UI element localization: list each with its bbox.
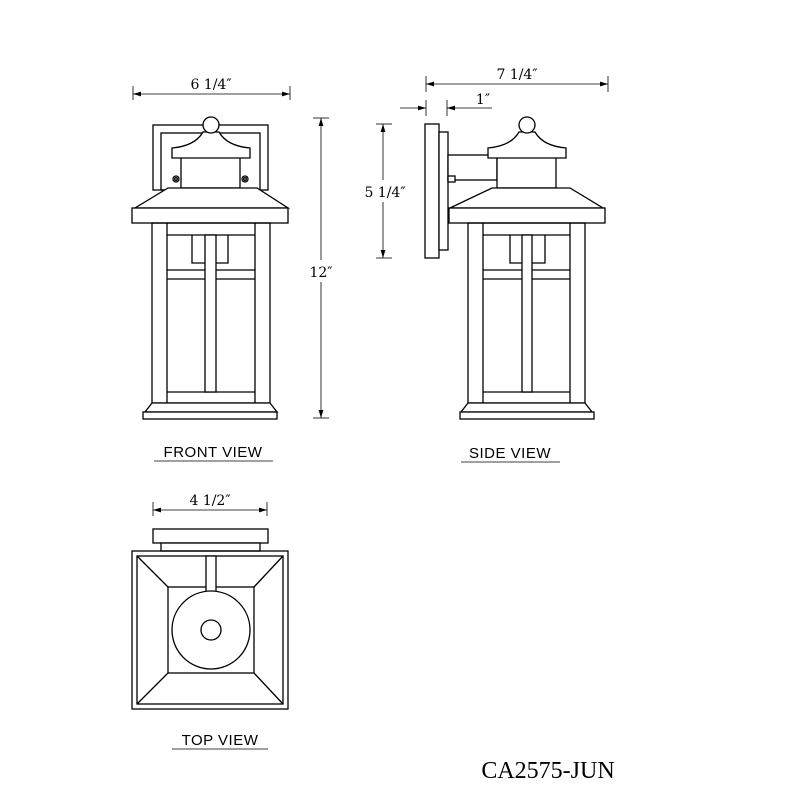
backplate-height-label: 5 1/4″ xyxy=(364,185,405,201)
side-depth-label: 7 1/4″ xyxy=(496,67,537,83)
front-width-label: 6 1/4″ xyxy=(190,77,231,93)
front-view xyxy=(131,116,291,420)
top-width-dimension: 4 1/2″ xyxy=(152,493,268,516)
backplate-height-dimension: 5 1/4″ xyxy=(364,123,406,259)
wall-offset-dimension: 1″ xyxy=(400,92,492,116)
side-view xyxy=(424,116,606,420)
top-width-label: 4 1/2″ xyxy=(189,493,230,509)
top-view xyxy=(131,528,289,710)
side-depth-dimension: 7 1/4″ xyxy=(425,67,609,92)
height-label: 12″ xyxy=(309,265,332,281)
model-number: CA2575-JUN xyxy=(481,758,614,784)
wall-offset-label: 1″ xyxy=(476,92,490,108)
front-width-dimension: 6 1/4″ xyxy=(132,77,291,100)
side-view-label: SIDE VIEW xyxy=(469,445,551,462)
front-view-label: FRONT VIEW xyxy=(164,444,263,461)
top-view-label: TOP VIEW xyxy=(182,732,259,749)
height-dimension: 12″ xyxy=(309,117,333,419)
